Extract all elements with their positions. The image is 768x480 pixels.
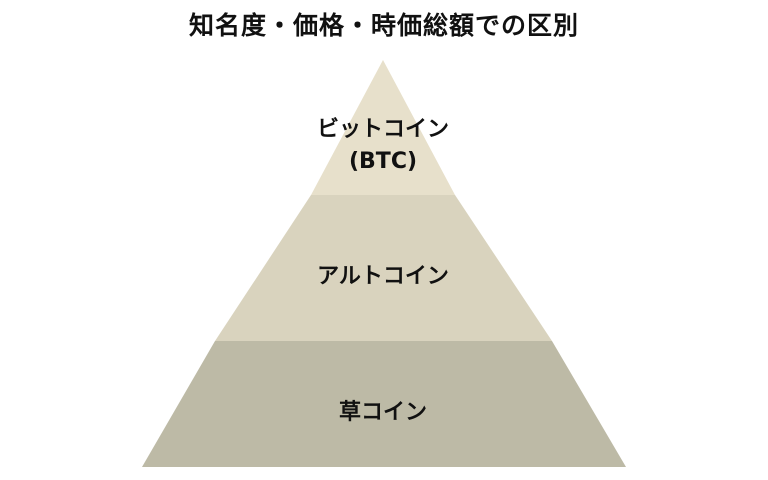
pyramid-tier-bottom (142, 341, 626, 467)
tier-middle-label: アルトコイン (317, 264, 449, 289)
pyramid-tier-top (311, 60, 455, 195)
pyramid-tier-middle (215, 195, 552, 341)
diagram-title: 知名度・価格・時価総額での区別 (188, 11, 579, 40)
tier-top-label-line1: ビットコイン (317, 117, 449, 142)
tier-top-label-line2: (BTC) (349, 149, 417, 174)
tier-bottom-label: 草コイン (339, 399, 427, 425)
